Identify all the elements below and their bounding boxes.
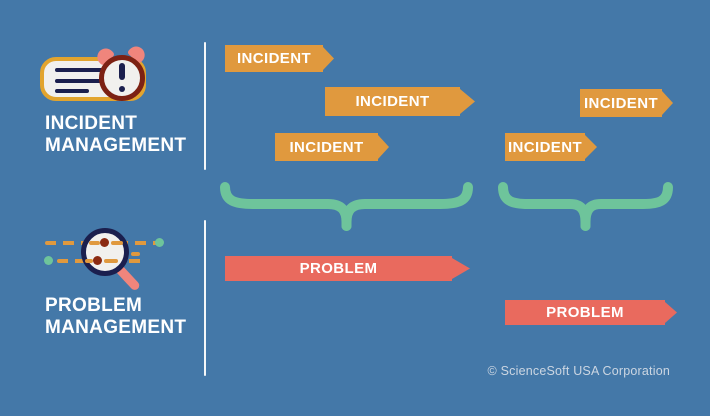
incident-tag-arrow-tip — [460, 89, 475, 114]
exclamation-mark-icon — [119, 63, 125, 80]
incident-tag-label: INCIDENT — [236, 50, 312, 67]
incident-tag-label: INCIDENT — [289, 138, 364, 156]
lens-dash — [89, 241, 100, 245]
incident-tag: INCIDENT — [225, 45, 334, 72]
magnifier-lens — [81, 228, 129, 276]
problem-tag-arrow-tip — [452, 258, 470, 279]
problem-tag-label: PROBLEM — [299, 260, 378, 277]
incident-tag-label: INCIDENT — [355, 93, 430, 110]
problem-tag: PROBLEM — [225, 256, 470, 281]
report-text-line — [55, 89, 89, 93]
problem-tag: PROBLEM — [505, 300, 677, 325]
alarm-clock-circle — [99, 55, 145, 101]
incident-tag-arrow-tip — [585, 135, 597, 159]
red-dot — [93, 256, 102, 265]
incident-tag-label: INCIDENT — [583, 94, 659, 112]
incident-management-label: INCIDENT MANAGEMENT — [45, 113, 186, 157]
lens-dash — [85, 259, 93, 263]
divider-bottom — [204, 220, 206, 376]
copyright-text: © ScienceSoft USA Corporation — [487, 364, 670, 378]
incident-management-line2: MANAGEMENT — [45, 135, 187, 156]
exclamation-mark-dot — [119, 86, 125, 92]
problem-management-line2: MANAGEMENT — [45, 317, 187, 338]
lens-dash — [111, 241, 123, 245]
report-text-line — [55, 68, 103, 72]
lens-dash — [104, 259, 118, 263]
incident-tag: INCIDENT — [275, 133, 389, 161]
green-dot — [44, 256, 53, 265]
group-brace-left — [220, 182, 473, 231]
divider-top — [204, 42, 206, 170]
incident-tag: INCIDENT — [580, 89, 673, 117]
incident-management-line1: INCIDENT — [45, 113, 138, 134]
incident-tag-arrow-tip — [662, 91, 673, 115]
incident-tag-label: INCIDENT — [507, 138, 583, 156]
group-brace-right — [498, 182, 673, 231]
incident-tag: INCIDENT — [505, 133, 597, 161]
problem-tag-arrow-tip — [665, 302, 677, 323]
problem-management-label: PROBLEM MANAGEMENT — [45, 295, 186, 339]
incident-tag: INCIDENT — [325, 87, 475, 116]
problem-management-line1: PROBLEM — [45, 295, 143, 316]
report-text-line — [55, 79, 103, 83]
incident-tag-arrow-tip — [378, 135, 389, 159]
problem-tag-label: PROBLEM — [546, 304, 624, 321]
green-dot — [155, 238, 164, 247]
red-dot — [100, 238, 109, 247]
lens-dash — [131, 252, 140, 256]
incident-tag-arrow-tip — [323, 47, 334, 70]
